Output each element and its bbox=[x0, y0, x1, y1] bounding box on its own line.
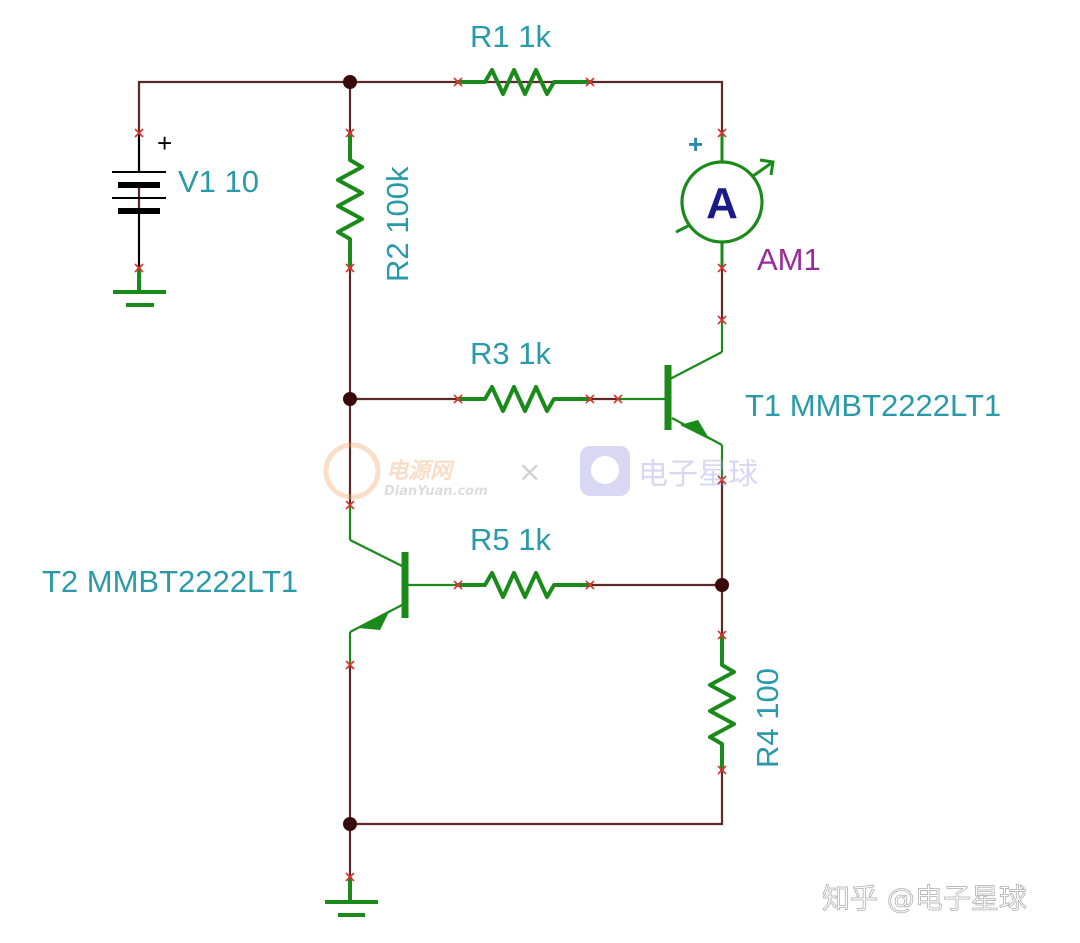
t2-label: T2 MMBT2222LT1 bbox=[42, 564, 298, 599]
watermark-zhihu: 知乎 @电子星球 bbox=[822, 882, 1027, 915]
ammeter-am1[interactable]: A + AM1 bbox=[675, 129, 821, 277]
watermark-dianyuan-en: DianYuan.com bbox=[384, 484, 488, 499]
transistor-t1[interactable]: T1 MMBT2222LT1 bbox=[620, 320, 1001, 480]
r1-label: R1 1k bbox=[470, 19, 551, 54]
watermark-dianziqiu: 电子星球 bbox=[580, 446, 758, 496]
v1-label: V1 10 bbox=[178, 164, 259, 199]
ammeter-symbol: A bbox=[706, 179, 738, 228]
resistor-r2[interactable]: R2 100k bbox=[336, 131, 415, 282]
watermark-dianyuan: 电源网 DianYuan.com bbox=[323, 442, 488, 500]
battery-v1[interactable]: + V1 10 bbox=[112, 128, 259, 268]
junction-dot bbox=[343, 817, 357, 831]
watermark-dianziqiu-text: 电子星球 bbox=[638, 457, 758, 492]
r3-label: R3 1k bbox=[470, 336, 551, 371]
pin-markers bbox=[134, 77, 727, 882]
resistor-r4[interactable]: R4 100 bbox=[708, 633, 785, 772]
ground-icon bbox=[325, 877, 378, 917]
am1-polarity: + bbox=[688, 129, 703, 159]
r4-label: R4 100 bbox=[750, 668, 785, 768]
t1-label: T1 MMBT2222LT1 bbox=[745, 388, 1001, 423]
transistor-t2[interactable]: T2 MMBT2222LT1 bbox=[42, 505, 458, 665]
resistor-r3[interactable]: R3 1k bbox=[456, 336, 592, 413]
r5-label: R5 1k bbox=[470, 522, 551, 557]
am1-label: AM1 bbox=[757, 242, 821, 277]
v1-polarity: + bbox=[157, 128, 172, 158]
watermark-cross: × bbox=[518, 455, 541, 488]
resistor-r1[interactable]: R1 1k bbox=[456, 19, 592, 96]
r2-label: R2 100k bbox=[380, 166, 415, 282]
resistor-r5[interactable]: R5 1k bbox=[456, 522, 592, 599]
junction-dot bbox=[343, 392, 357, 406]
ground-icon bbox=[113, 268, 166, 307]
junction-dot bbox=[343, 75, 357, 89]
watermark-dianyuan-cn: 电源网 bbox=[386, 459, 455, 484]
junction-dot bbox=[715, 578, 729, 592]
